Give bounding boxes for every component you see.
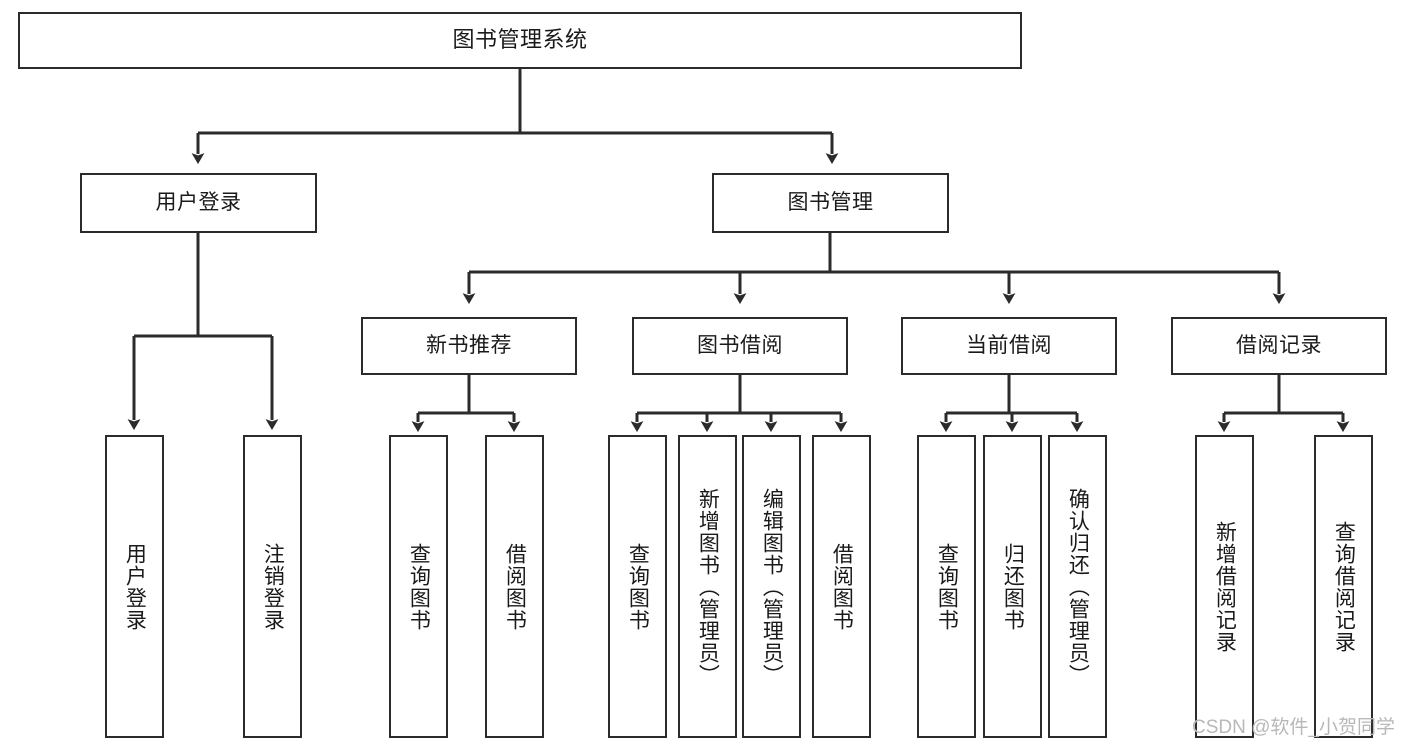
leaf-query-book-2-label: 查询图书 [626,542,650,631]
node-user-login[interactable]: 用户登录 [80,173,317,233]
node-current-borrow[interactable]: 当前借阅 [901,317,1117,375]
leaf-borrow-book-1[interactable]: 借阅图书 [485,435,544,738]
node-new-book-rec[interactable]: 新书推荐 [361,317,577,375]
leaf-query-book-1-label: 查询图书 [407,542,431,631]
node-root[interactable]: 图书管理系统 [18,12,1022,69]
leaf-query-book-3-label: 查询图书 [935,542,959,631]
node-book-manage-label: 图书管理 [787,191,874,215]
leaf-query-book-1[interactable]: 查询图书 [389,435,448,738]
leaf-query-record-label: 查询借阅记录 [1332,520,1356,653]
leaf-return-book-label: 归还图书 [1001,542,1025,631]
leaf-borrow-book-2[interactable]: 借阅图书 [812,435,871,738]
leaf-borrow-book-1-label: 借阅图书 [503,542,527,631]
leaf-add-record[interactable]: 新增借阅记录 [1195,435,1254,738]
node-book-manage[interactable]: 图书管理 [712,173,949,233]
leaf-user-login-label: 用户登录 [123,542,147,631]
leaf-query-book-2[interactable]: 查询图书 [608,435,667,738]
leaf-edit-book[interactable]: 编辑图书（管理员） [742,435,801,738]
watermark-text: CSDN @软件_小贺同学 [1192,717,1395,738]
node-root-label: 图书管理系统 [452,27,588,53]
leaf-query-record[interactable]: 查询借阅记录 [1314,435,1373,738]
leaf-user-login[interactable]: 用户登录 [105,435,164,738]
leaf-add-book-label: 新增图书（管理员） [696,487,720,686]
leaf-logout-label: 注销登录 [261,542,285,631]
leaf-add-book[interactable]: 新增图书（管理员） [678,435,737,738]
leaf-logout[interactable]: 注销登录 [243,435,302,738]
leaf-edit-book-label: 编辑图书（管理员） [760,487,784,686]
leaf-return-book[interactable]: 归还图书 [983,435,1042,738]
leaf-query-book-3[interactable]: 查询图书 [917,435,976,738]
node-new-book-rec-label: 新书推荐 [426,334,512,358]
leaf-confirm-return[interactable]: 确认归还（管理员） [1048,435,1107,738]
leaf-add-record-label: 新增借阅记录 [1213,520,1237,653]
node-book-borrow[interactable]: 图书借阅 [632,317,848,375]
leaf-confirm-return-label: 确认归还（管理员） [1066,487,1090,686]
node-borrow-record-label: 借阅记录 [1236,334,1322,358]
node-book-borrow-label: 图书借阅 [697,334,783,358]
node-user-login-label: 用户登录 [155,191,242,215]
leaf-borrow-book-2-label: 借阅图书 [830,542,854,631]
node-current-borrow-label: 当前借阅 [966,334,1052,358]
node-borrow-record[interactable]: 借阅记录 [1171,317,1387,375]
